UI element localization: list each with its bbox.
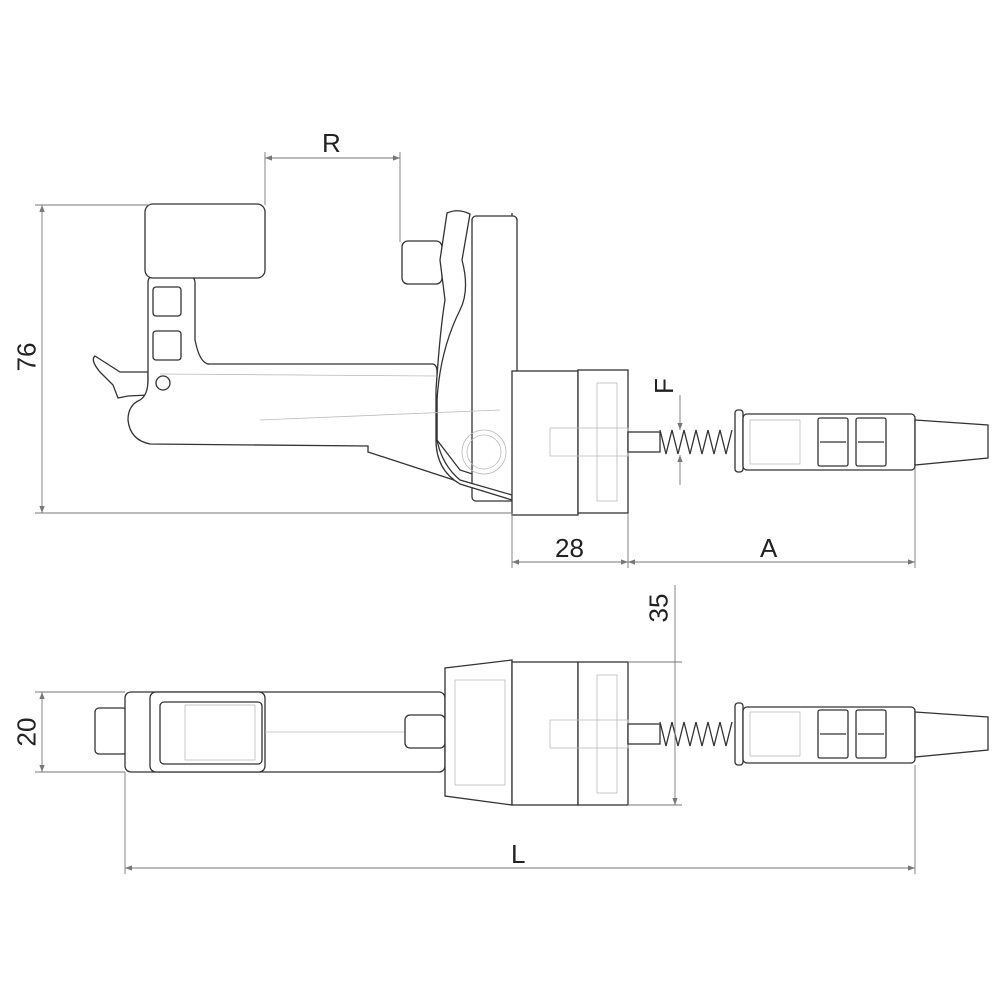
lever-tab <box>92 355 149 399</box>
dim-label-a: A <box>760 533 778 563</box>
pivot-knob-inner <box>466 434 502 470</box>
pivot-knob <box>461 429 507 475</box>
pressure-pad-top <box>404 714 446 749</box>
release-lever <box>435 210 513 501</box>
spindle-screw-top <box>627 702 989 766</box>
collar-back <box>511 370 579 516</box>
lever-tab-top <box>94 707 128 755</box>
dim-label-28: 28 <box>555 533 584 563</box>
jaw-window-2 <box>152 330 182 361</box>
dim-label-20: 20 <box>11 717 42 747</box>
collar-grip <box>596 382 618 502</box>
dim-label-f: F <box>648 378 679 394</box>
hidden-line <box>159 373 438 377</box>
dim-label-l: L <box>511 839 526 869</box>
top-view <box>94 659 989 806</box>
dim-label-r: R <box>322 128 341 158</box>
jaw-window-1 <box>152 286 182 317</box>
side-dimensions <box>35 152 916 568</box>
collar-front-top <box>577 661 629 806</box>
top-dimensions <box>35 585 916 874</box>
pivot-pin-icon <box>155 375 171 391</box>
dim-label-35: 35 <box>643 593 674 623</box>
collar-back-top <box>511 661 579 806</box>
pressure-pad <box>401 240 443 285</box>
spindle-screw <box>627 409 989 473</box>
head-housing <box>471 215 518 502</box>
hidden-head <box>454 679 506 786</box>
collar-front <box>577 369 629 514</box>
dim-label-76: 76 <box>11 342 42 372</box>
side-view <box>92 203 989 516</box>
collar-grip-top <box>596 674 618 794</box>
hidden-line <box>259 409 501 421</box>
upper-jaw <box>144 203 266 279</box>
jaw-inner <box>159 701 263 765</box>
hidden-jaw <box>184 704 256 761</box>
